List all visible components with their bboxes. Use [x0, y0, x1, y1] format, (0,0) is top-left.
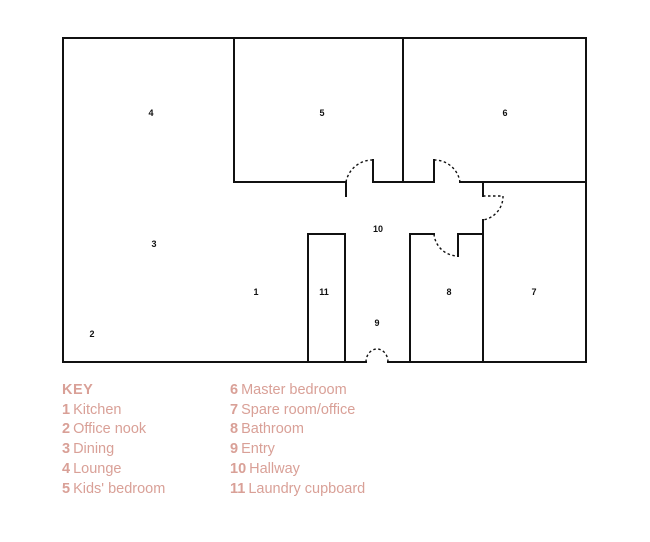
room-label-6: 6 [502, 108, 507, 118]
key-item-label: Dining [73, 441, 115, 458]
door-swings [345, 159, 504, 363]
key-item-label: Hallway [249, 460, 300, 477]
wall-kids-bottom [233, 181, 347, 197]
room-label-2: 2 [89, 329, 94, 339]
door-swing-master [433, 159, 461, 183]
key-item-label: Kitchen [73, 401, 122, 418]
room-label-11: 11 [319, 287, 329, 297]
door-swing-bathroom [433, 233, 459, 257]
walls [62, 37, 587, 363]
room-label-9: 9 [374, 318, 379, 328]
key-item-number: 9 [230, 441, 239, 458]
key-item-number: 4 [62, 460, 71, 477]
key-item-number: 3 [62, 441, 71, 458]
door-swing-entry [365, 348, 389, 363]
key-item-number: 10 [230, 460, 247, 477]
laundry-cupboard [307, 233, 346, 363]
key-item-number: 1 [62, 401, 71, 418]
key-item-number: 11 [230, 480, 246, 497]
outer-wall [62, 37, 587, 363]
room-label-10: 10 [373, 224, 383, 234]
key-item-number: 5 [62, 480, 71, 497]
key-item-label: Laundry cupboard [248, 480, 366, 497]
floor-plan: 4 5 6 3 10 1 11 8 7 9 2 [62, 37, 587, 363]
key-item-number: 8 [230, 421, 239, 438]
room-label-7: 7 [531, 287, 536, 297]
room-label-5: 5 [319, 108, 324, 118]
key-title: KEY [62, 382, 94, 398]
key-item-label: Office nook [73, 421, 147, 438]
key-item-label: Entry [241, 441, 275, 458]
bathroom-wall [409, 233, 484, 363]
key-item-number: 6 [230, 382, 239, 398]
key-item-label: Master bedroom [241, 382, 347, 398]
key-item-number: 7 [230, 401, 239, 418]
room-label-8: 8 [446, 287, 451, 297]
key-item-label: Kids' bedroom [73, 480, 166, 497]
key-item-label: Lounge [73, 460, 122, 477]
wall-kids-door-jamb [372, 159, 435, 183]
room-label-4: 4 [148, 108, 153, 118]
key-item-label: Bathroom [241, 421, 304, 438]
room-label-1: 1 [253, 287, 258, 297]
key-item-number: 2 [62, 421, 71, 438]
room-labels: 4 5 6 3 10 1 11 8 7 9 2 [89, 108, 536, 339]
door-swing-spare [482, 195, 504, 221]
key-item-label: Spare room/office [241, 401, 356, 418]
door-swing-kids [345, 159, 374, 183]
room-label-3: 3 [151, 239, 156, 249]
